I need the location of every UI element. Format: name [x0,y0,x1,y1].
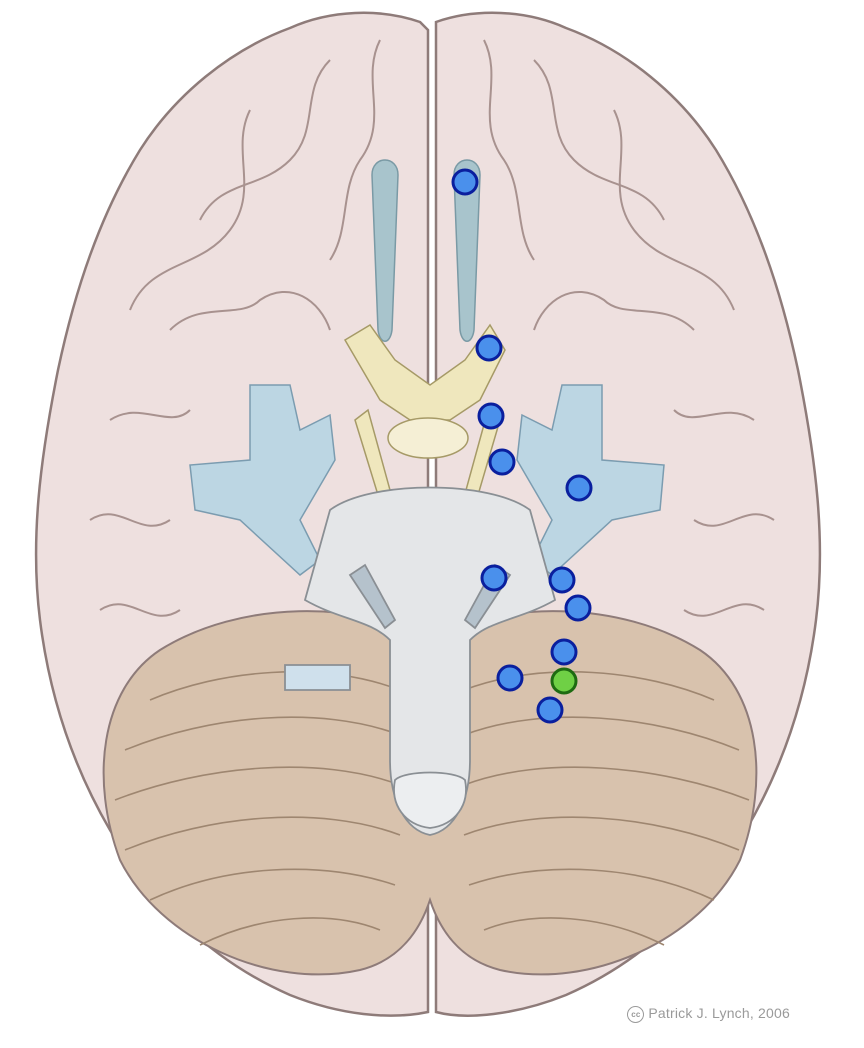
hotspot-marker[interactable] [451,168,479,196]
hotspot-marker[interactable] [548,566,576,594]
hotspot-marker[interactable] [488,448,516,476]
hotspot-marker[interactable] [536,696,564,724]
creative-commons-icon: cc [627,1005,645,1023]
hotspot-marker[interactable] [565,474,593,502]
hotspot-marker[interactable] [496,664,524,692]
credit-text: Patrick J. Lynch, 2006 [648,1005,790,1021]
right-olfactory-tract [453,159,481,342]
hotspot-marker-selected[interactable] [550,667,578,695]
hotspot-marker[interactable] [564,594,592,622]
cerebellar-folia [114,671,750,946]
hotspot-marker[interactable] [480,564,508,592]
hotspot-marker[interactable] [477,402,505,430]
left-olfactory-tract [371,159,399,342]
gyri [89,39,775,617]
olfactory-tracts [371,159,481,342]
optic-chiasm [343,323,506,497]
hotspot-marker[interactable] [475,334,503,362]
hotspot-marker[interactable] [550,638,578,666]
